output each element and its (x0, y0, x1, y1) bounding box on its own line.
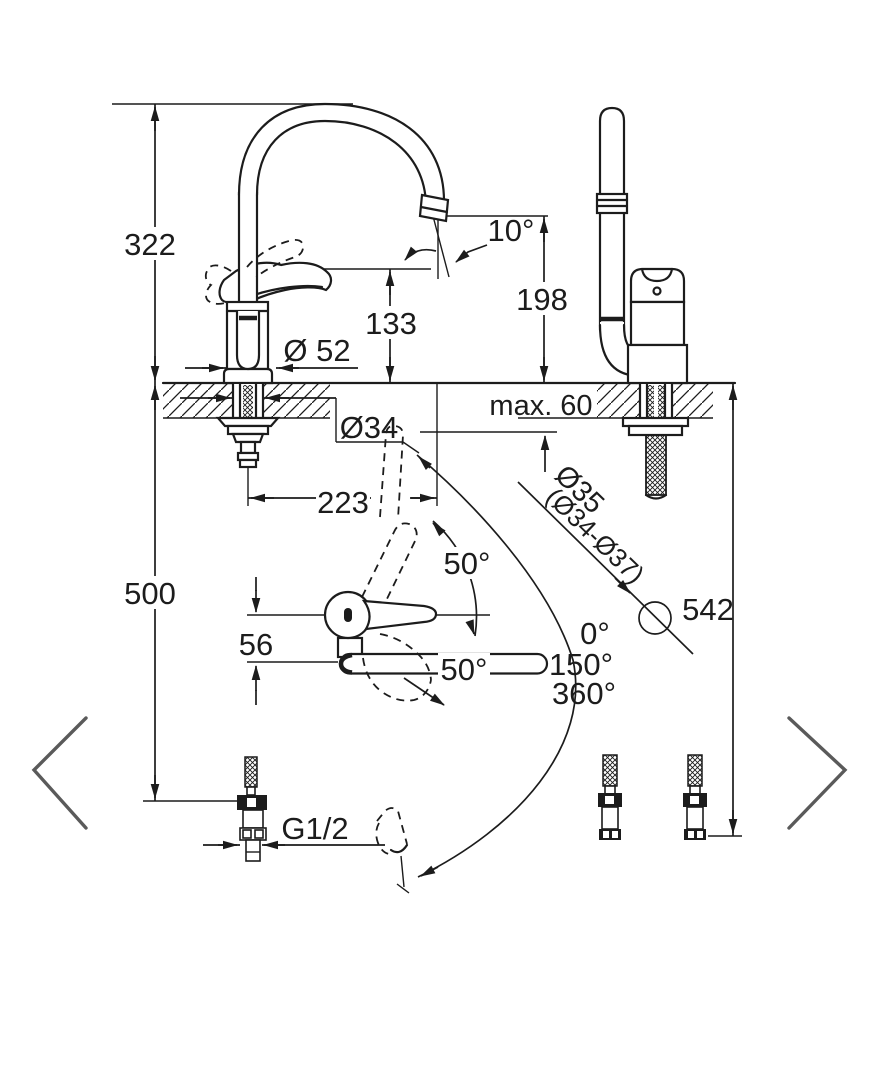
dim-label-50deg-up: 50° (444, 546, 491, 581)
dim-label-0deg: 0° (580, 616, 610, 651)
dim-label-223: 223 (317, 485, 369, 520)
supply-hose-connectors (598, 754, 707, 840)
dim-label-360deg: 360° (552, 676, 616, 711)
dim-label-thread-g12: G1/2 (281, 811, 348, 846)
drill-hole-symbol (638, 601, 672, 635)
dim-label-198: 198 (516, 282, 568, 317)
dim-label-diameter-52: Ø 52 (283, 333, 350, 368)
dim-label-56: 56 (239, 627, 273, 662)
dim-label-max-60: max. 60 (489, 390, 592, 422)
dim-label-542: 542 (682, 592, 734, 627)
dim-label-500: 500 (124, 576, 176, 611)
dim-label-133: 133 (365, 306, 417, 341)
dim-label-150deg: 150° (549, 647, 613, 682)
chevron-left-icon (31, 716, 88, 830)
dim-label-10deg: 10° (488, 213, 535, 248)
dimension-labels: 322 500 133 198 542 223 56 Ø 52 Ø34 max.… (123, 213, 734, 846)
chevron-right-icon (787, 716, 848, 830)
dim-label-diameter-34: Ø34 (340, 410, 399, 445)
dim-label-50deg-down: 50° (441, 652, 488, 687)
g12-connector (237, 756, 267, 862)
faucet-front-view (204, 102, 450, 469)
faucet-side-view (595, 106, 690, 500)
next-image-button[interactable] (779, 706, 863, 838)
dim-label-322: 322 (124, 227, 176, 262)
previous-image-button[interactable] (16, 706, 100, 838)
